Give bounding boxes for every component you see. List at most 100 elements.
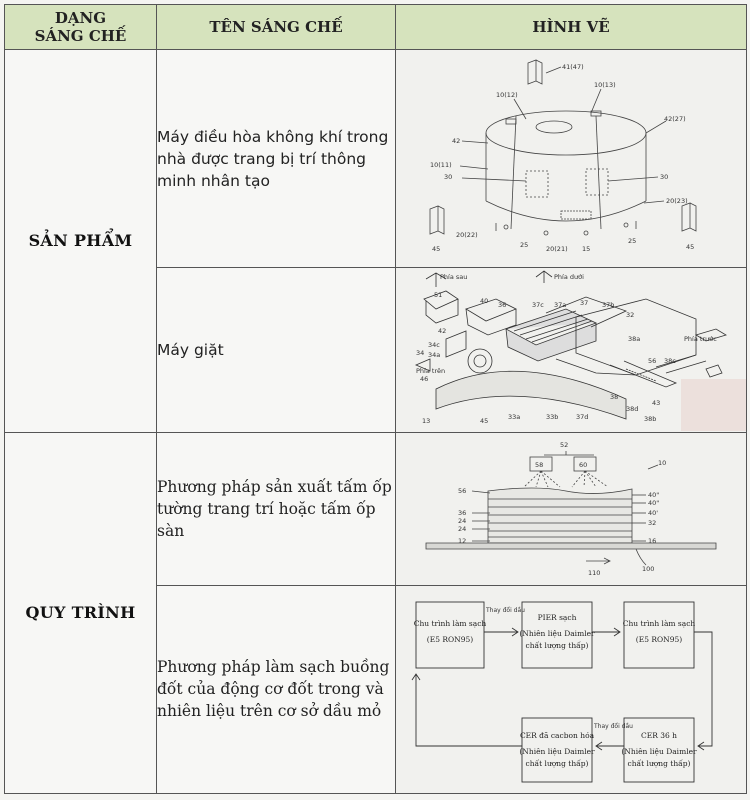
- ac-label: 30: [444, 173, 452, 181]
- washer-label: 40: [480, 297, 488, 305]
- figure-panel: 52 58 60 10 56 40" 40" 36 40' 24 32 24 1…: [395, 431, 747, 586]
- flow-box: [521, 601, 593, 669]
- flow-box3-title: Chu trình làm sạch: [623, 619, 696, 628]
- ac-drawing: 41(47) 10(12) 10(13) 42 42(27) 10(11) 30…: [429, 59, 697, 253]
- washer-label: 13: [422, 417, 430, 425]
- table-row: Phương pháp làm sạch buồng đốt của động …: [5, 584, 747, 795]
- figure-flow: Chu trình làm sạch (E5 RON95) PIER sạch …: [395, 584, 747, 795]
- panel-label: 32: [648, 519, 656, 527]
- flow-box3-sub: (E5 RON95): [636, 635, 682, 644]
- washer-label: 38b: [644, 415, 656, 423]
- flow-box1-sub: (E5 RON95): [427, 635, 473, 644]
- panel-label: 60: [579, 461, 587, 469]
- washer-label: 32: [626, 311, 634, 319]
- washer-label: Phía trên: [416, 367, 445, 375]
- flow-box2-sub2: chất lượng thấp): [526, 641, 589, 650]
- flow-box4-sub2: chất lượng thấp): [628, 759, 691, 768]
- flow-box: [623, 717, 695, 783]
- ac-label: 10(11): [430, 161, 452, 169]
- washer-label: Phía trước: [684, 335, 717, 343]
- panel-label: 40': [648, 509, 658, 517]
- ac-label: 20(22): [456, 231, 478, 239]
- ac-label: 30: [660, 173, 668, 181]
- panel-label: 40": [648, 499, 659, 507]
- flow-arrow1-label: Thay đổi dầu: [485, 606, 525, 614]
- table-row: Máy giặt: [5, 267, 747, 433]
- panel-label: 16: [648, 537, 656, 545]
- header-type-line1: DẠNG: [54, 9, 107, 28]
- ac-label: 25: [520, 241, 528, 249]
- flow-box4-sub1: (Nhiên liệu Daimler: [621, 747, 697, 756]
- figure-washer: Phía sau Phía dưới 51 40 36 37c 37a 37 3…: [395, 267, 747, 433]
- flow-box2-title: PIER sạch: [538, 613, 577, 622]
- washer-label: 38a: [628, 335, 640, 343]
- flow-box: [415, 601, 485, 669]
- panel-label: 110: [588, 569, 600, 577]
- washer-label: 37d: [576, 413, 588, 421]
- washer-label: 36: [498, 301, 506, 309]
- washer-label: 45: [480, 417, 488, 425]
- washer-label: 37b: [602, 301, 614, 309]
- invention-name-washer: Máy giặt: [156, 267, 396, 433]
- ac-label: 10(13): [594, 81, 616, 89]
- ac-label: 45: [686, 243, 694, 251]
- washer-label: 56: [648, 357, 656, 365]
- table-row: QUY TRÌNH Phương pháp sản xuất tấm ốp tư…: [4, 431, 747, 795]
- washer-label: 34c: [428, 341, 440, 349]
- washer-label: 33b: [546, 413, 558, 421]
- invention-name-ac: Máy điều hòa không khí trong nhà được tr…: [156, 49, 396, 269]
- panel-label: 24: [458, 517, 466, 525]
- invention-table: DẠNG SÁNG CHẾ TÊN SÁNG CHẾ HÌNH VẼ SẢN P…: [4, 3, 747, 795]
- flow-arrow2-label: Thay đổi dầu: [593, 722, 633, 730]
- washer-label: 34a: [428, 351, 440, 359]
- header-name: TÊN SÁNG CHẾ: [156, 3, 396, 51]
- category-product: SẢN PHẨM: [4, 49, 157, 433]
- panel-label: 12: [458, 537, 466, 545]
- panel-label: 36: [458, 509, 466, 517]
- washer-label: 37c: [532, 301, 544, 309]
- header-row: DẠNG SÁNG CHẾ TÊN SÁNG CHẾ HÌNH VẼ: [4, 3, 747, 51]
- washer-label: 42: [438, 327, 446, 335]
- washer-label: 43: [652, 399, 660, 407]
- flow-box1-title: Chu trình làm sạch: [414, 619, 487, 628]
- washer-label: Phía sau: [440, 273, 467, 281]
- ac-label: 45: [432, 245, 440, 253]
- figure-ac: 41(47) 10(12) 10(13) 42 42(27) 10(11) 30…: [395, 49, 747, 269]
- flow-box5-sub2: chất lượng thấp): [526, 759, 589, 768]
- table-row: SẢN PHẨM Máy điều hòa không khí trong nh…: [4, 49, 747, 433]
- ac-label: 41(47): [562, 63, 584, 71]
- header-figure: HÌNH VẼ: [395, 3, 747, 51]
- invention-name-cleaning: Phương pháp làm sạch buồng đốt của động …: [156, 584, 396, 795]
- flow-box: [623, 601, 695, 669]
- panel-label: 24: [458, 525, 466, 533]
- ac-label: 42(27): [664, 115, 686, 123]
- washer-label: Phía dưới: [554, 273, 584, 281]
- washer-label: 46: [420, 375, 428, 383]
- flow-drawing: Chu trình làm sạch (E5 RON95) PIER sạch …: [411, 601, 713, 783]
- ac-label: 25: [628, 237, 636, 245]
- panel-label: 58: [535, 461, 543, 469]
- flow-box: [521, 717, 593, 783]
- washer-label: 33a: [508, 413, 520, 421]
- category-process: QUY TRÌNH: [4, 431, 157, 795]
- panel-label: 40": [648, 491, 659, 499]
- washer-label: 51: [434, 291, 442, 299]
- ac-label: 10(12): [496, 91, 518, 99]
- washer-label: 38d: [626, 405, 638, 413]
- flow-box4-title: CER 36 h: [641, 731, 677, 740]
- panel-label: 100: [642, 565, 654, 573]
- ac-label: 15: [582, 245, 590, 253]
- panel-label: 52: [560, 441, 568, 449]
- washer-label: 37a: [554, 301, 566, 309]
- ac-label: 20(21): [546, 245, 568, 253]
- washer-drawing: Phía sau Phía dưới 51 40 36 37c 37a 37 3…: [414, 270, 746, 431]
- ac-label: 42: [452, 137, 460, 145]
- flow-box5-title: CER đã cacbon hóa: [520, 731, 595, 740]
- panel-label: 10: [658, 459, 666, 467]
- ac-label: 20(23): [666, 197, 688, 205]
- washer-label: 37: [580, 299, 588, 307]
- header-type-line2: SÁNG CHẾ: [34, 27, 127, 46]
- washer-label: 34: [416, 349, 424, 357]
- panel-drawing: 52 58 60 10 56 40" 40" 36 40' 24 32 24 1…: [425, 441, 717, 577]
- flow-box2-sub1: (Nhiên liệu Daimler: [519, 629, 595, 638]
